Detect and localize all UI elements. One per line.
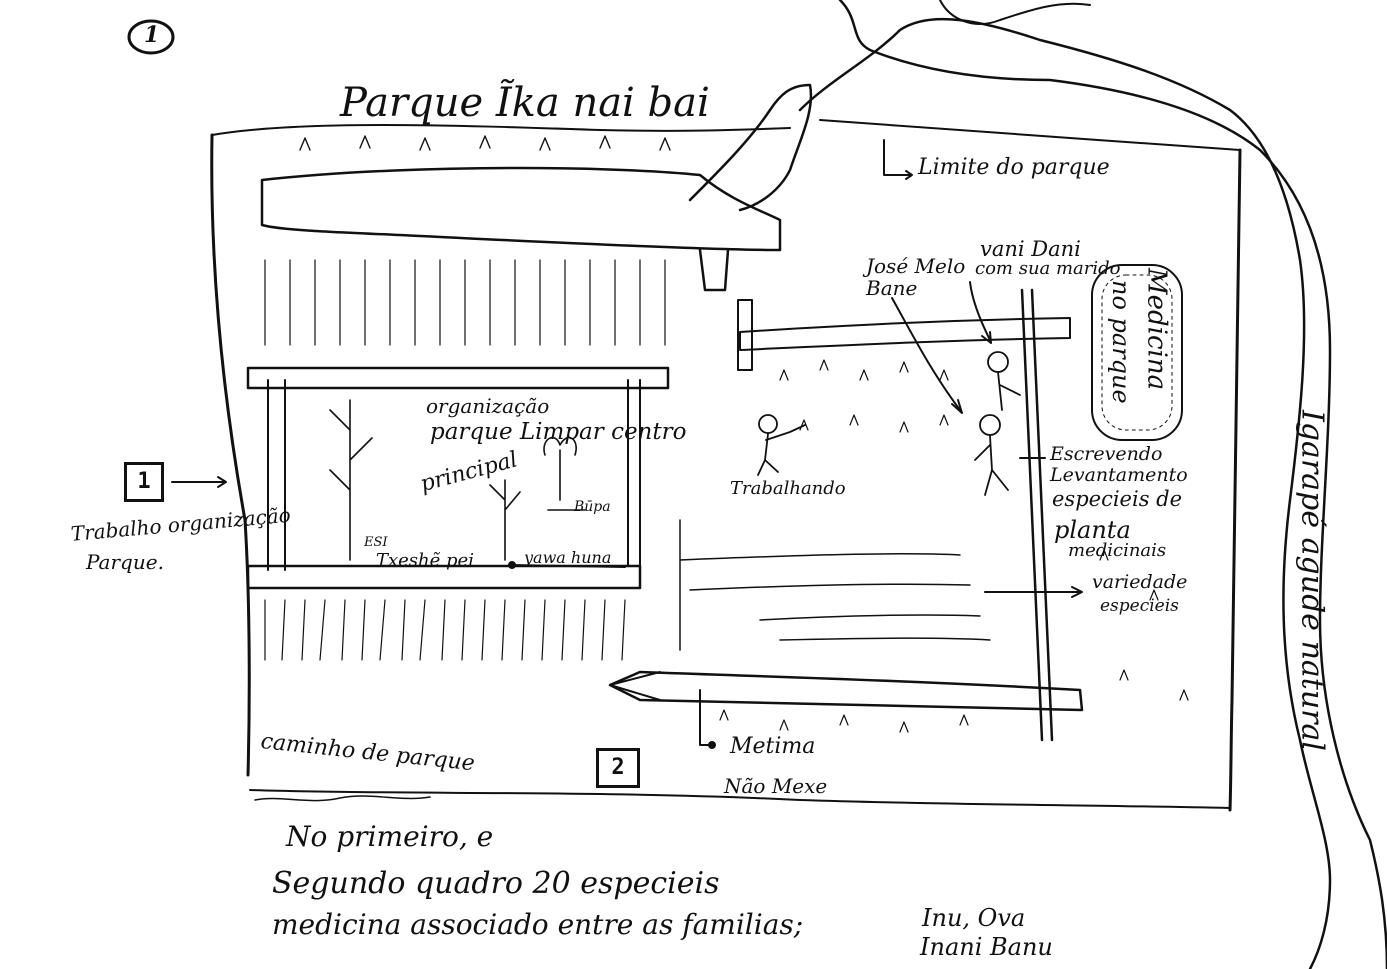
annotation-arrows [171,139,1083,749]
person-working [757,414,806,476]
arrow-metima [699,689,713,746]
park-boundary-right [1228,148,1242,812]
box-1: 1 [124,462,164,502]
label-jose-melo: José Melo [866,254,966,278]
person-vani [987,351,1021,411]
page-number-circle [127,19,175,55]
page-number: 1 [144,22,160,48]
medicine-plot-inner [1101,274,1173,431]
box-2: 2 [596,748,640,788]
footer-line-2: Segundo quadro 20 especieis [272,866,720,901]
label-medicinais: medicinais [1068,540,1167,561]
label-vani-dani: vani Dani [980,237,1081,261]
label-especieis-de: especieis de [1052,487,1183,511]
label-levantamento: Levantamento [1050,464,1188,486]
footer-names-1: Inu, Ova [922,904,1026,932]
tree-trunk-diagonal [688,83,813,212]
label-metima: Metima [730,734,816,759]
tall-pole [1020,288,1054,742]
vertical-post-left-mid [627,379,641,567]
label-escrevendo: Escrevendo [1050,443,1163,465]
grass-tufts-top [299,135,671,151]
fallen-log-top [260,166,782,252]
river-bank-right [838,0,1387,969]
label-nao-mexe: Não Mexe [724,774,828,798]
vertical-post-short [737,299,753,371]
medicine-plot [1091,264,1183,441]
label-variedade: variedade [1092,571,1188,593]
footer-line-3: medicina associado entre as familias; [272,908,804,941]
terraced-field [679,519,991,651]
label-igarape: Igarapé agude natural [1294,410,1330,751]
trees-middle-left [329,399,586,561]
arrow-limite [883,139,911,176]
trunk-base [698,248,730,292]
river-bank-left [798,17,1332,969]
label-com-sua-marido: com sua marido [975,258,1121,279]
label-bupa: Būpa [574,499,611,515]
park-boundary-top-right [819,119,1241,151]
label-especies: especieis [1100,596,1179,616]
park-boundary-bottom [249,789,1231,809]
vertical-post-mid [267,379,286,571]
label-parque-left: Parque. [86,550,164,574]
crop-rows-lower [264,599,626,661]
park-boundary-left [210,133,251,777]
beam-upper-middle [246,366,670,390]
person-jose [974,414,1009,496]
label-trabalhando: Trabalhando [730,478,846,499]
park-bottom-wave [254,795,431,802]
park-boundary-top [211,124,791,136]
footer-names-2: Inani Banu [920,933,1053,961]
bottom-log [608,670,1084,712]
label-no-parque: no parque [1107,280,1136,404]
label-limite-parque: Limite do parque [918,155,1110,180]
label-parque-limpar-centro: parque Limpar centro [430,419,687,445]
label-bane: Bane [866,276,918,300]
river-top-squiggle [939,0,1091,25]
grass-tufts-field [719,359,1189,733]
label-yawa-huna: yawa huna [524,548,612,567]
log-tip [609,671,661,701]
label-txeshe-pei: Txeshẽ pei [376,550,474,571]
label-esi: ESI [364,535,388,550]
arrow-jose [891,297,961,411]
underline-yawa [509,564,626,568]
footer-line-1: No primeiro, e [286,820,494,853]
page-title: Parque Ĩka nai bai [340,80,710,126]
label-planta: planta [1054,516,1131,544]
beam-right-upper [739,317,1071,351]
label-organizacao: organização [426,394,550,418]
label-medicina: Medicina [1141,268,1172,391]
crop-rows-upper [264,259,666,346]
arrow-vani [969,281,991,341]
